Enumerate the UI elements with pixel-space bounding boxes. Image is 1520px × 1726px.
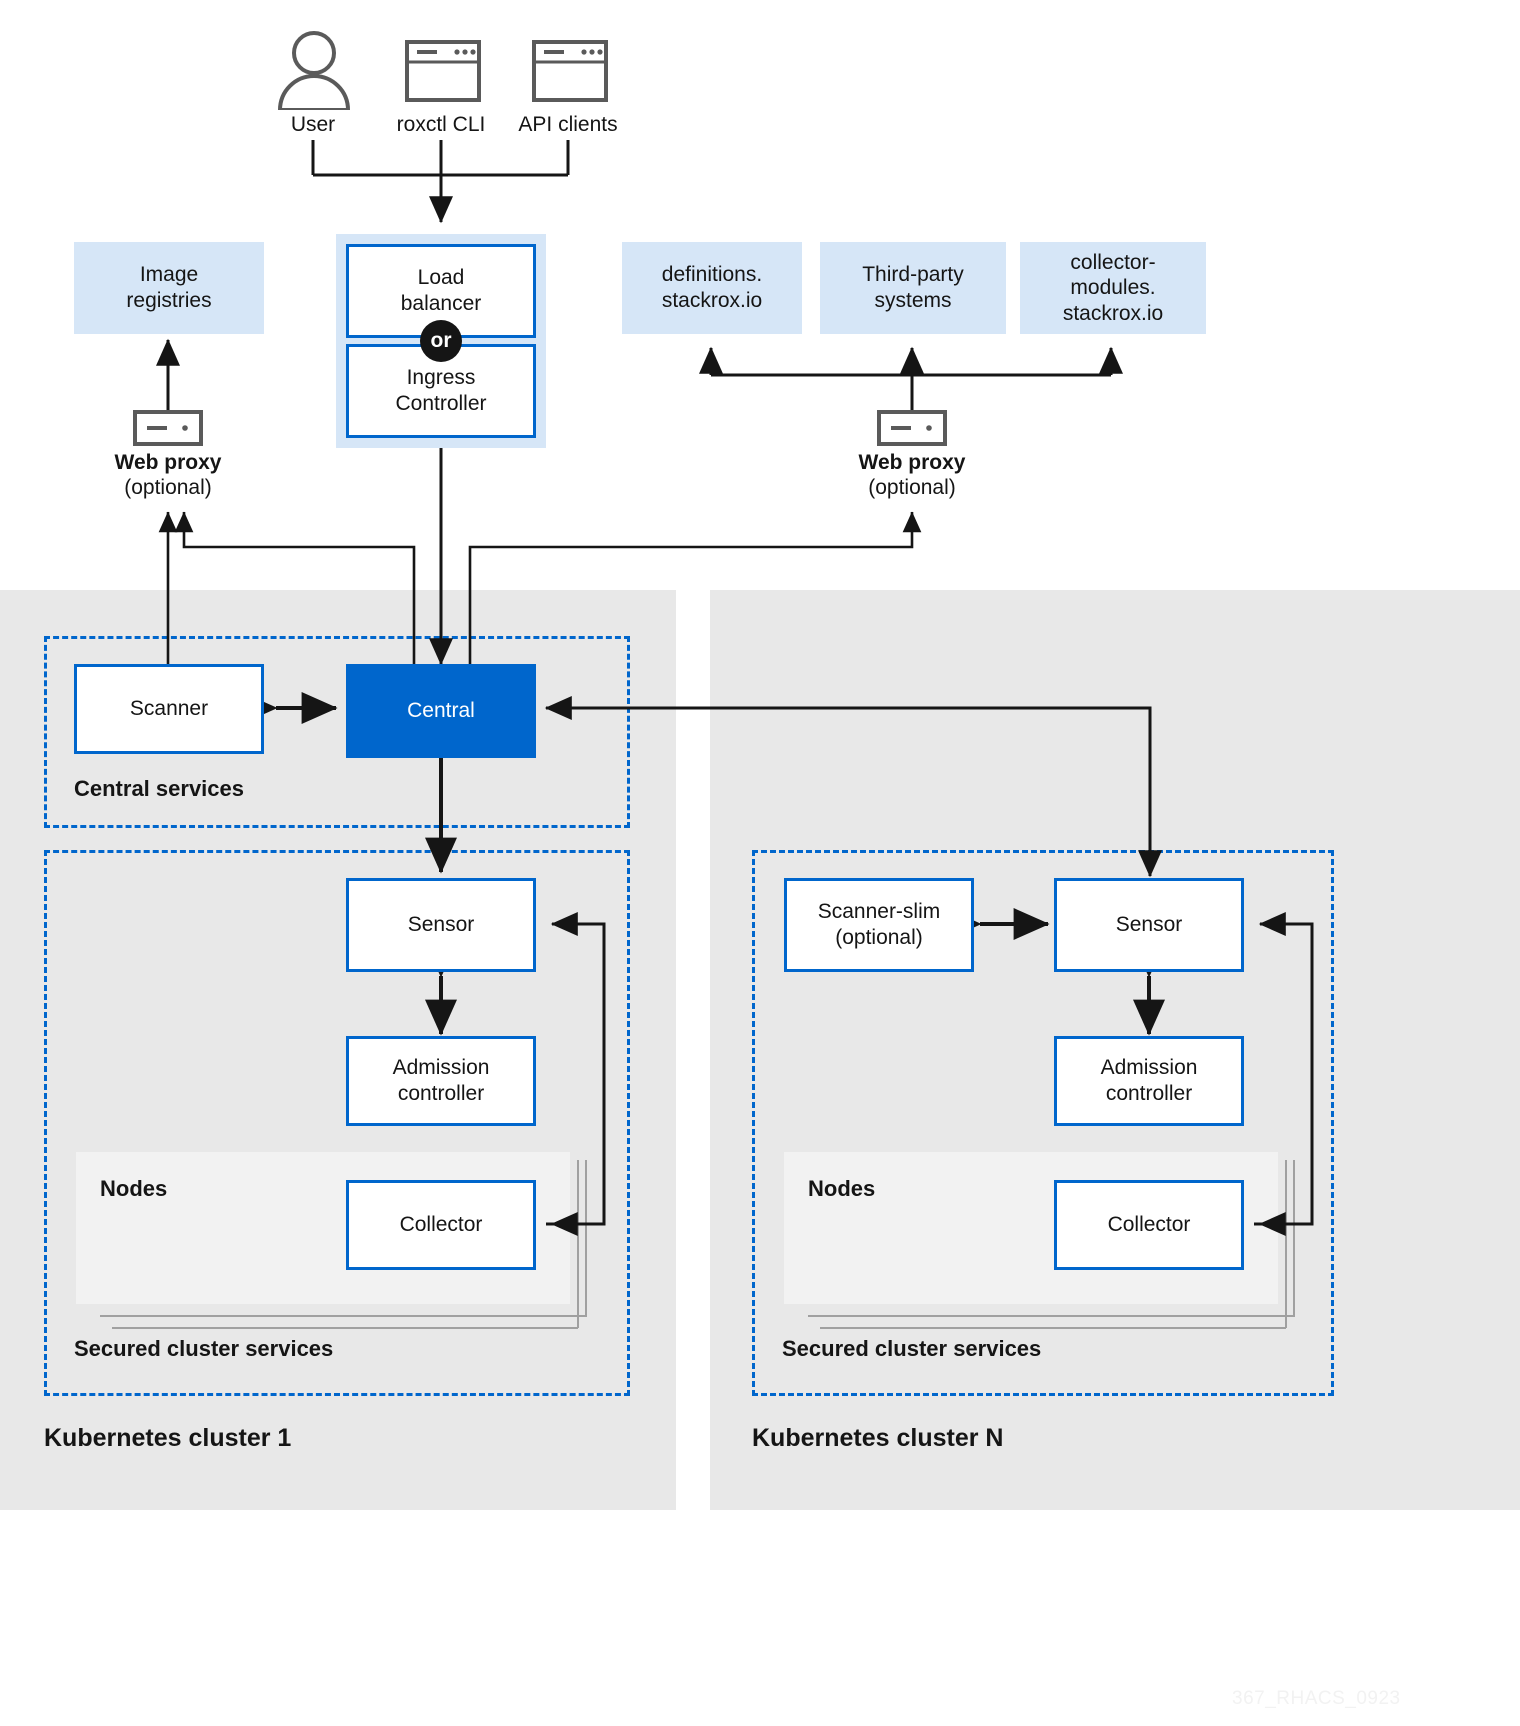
definitions-label-line2: stackrox.io bbox=[661, 289, 763, 312]
definitions-label-line1: definitions. bbox=[661, 263, 763, 287]
central-services-group-label: Central services bbox=[74, 776, 244, 801]
scanner-slim-label-line1: Scanner-slim bbox=[817, 900, 941, 924]
admission-controller-label-1-line1: Admission bbox=[392, 1056, 490, 1080]
ingress-controller-label-line1: Ingress bbox=[406, 366, 476, 390]
admission-controller-box-cluster-1[interactable]: Admission controller bbox=[346, 1036, 536, 1126]
secured-cluster-services-label-1: Secured cluster services bbox=[74, 1336, 334, 1361]
image-registries-label-line1: Image bbox=[139, 263, 199, 287]
collector-box-cluster-1[interactable]: Collector bbox=[346, 1180, 536, 1270]
collector-label-cluster-1: Collector bbox=[399, 1213, 483, 1237]
web-proxy-left-line2: (optional) bbox=[124, 476, 212, 500]
ingress-controller-label-line2: Controller bbox=[395, 392, 487, 415]
load-balancer-label-line2: balancer bbox=[400, 292, 482, 315]
web-proxy-left-line1: Web proxy bbox=[114, 451, 222, 474]
web-proxy-right-label: Web proxy (optional) bbox=[812, 450, 1012, 500]
web-proxy-icon-left bbox=[133, 410, 203, 446]
scanner-slim-box-cluster-n[interactable]: Scanner-slim (optional) bbox=[784, 878, 974, 972]
nodes-label-cluster-1: Nodes bbox=[100, 1176, 168, 1201]
admission-controller-label-1-line2: controller bbox=[397, 1082, 485, 1105]
collector-modules-label-line2: modules. bbox=[1070, 276, 1156, 300]
nodes-label-cluster-n: Nodes bbox=[808, 1176, 876, 1201]
third-party-systems-box[interactable]: Third-party systems bbox=[820, 242, 1006, 334]
sensor-box-cluster-1[interactable]: Sensor bbox=[346, 878, 536, 972]
sensor-label-cluster-1: Sensor bbox=[407, 913, 475, 937]
kubernetes-cluster-n-label: Kubernetes cluster N bbox=[752, 1424, 1004, 1452]
image-registries-box[interactable]: Image registries bbox=[74, 242, 264, 334]
admission-controller-box-cluster-n[interactable]: Admission controller bbox=[1054, 1036, 1244, 1126]
collector-label-cluster-n: Collector bbox=[1107, 1213, 1191, 1237]
secured-cluster-services-1-dashed-group bbox=[44, 850, 630, 1396]
scanner-label: Scanner bbox=[129, 697, 209, 721]
load-balancer-label-line1: Load bbox=[417, 266, 465, 290]
user-label: User bbox=[290, 113, 336, 136]
kubernetes-cluster-1-label: Kubernetes cluster 1 bbox=[44, 1424, 292, 1452]
or-badge: or bbox=[420, 320, 462, 362]
third-party-label-line1: Third-party bbox=[862, 263, 964, 287]
web-proxy-right-line1: Web proxy bbox=[858, 451, 966, 474]
collector-modules-label-line3: stackrox.io bbox=[1062, 301, 1164, 325]
scanner-box[interactable]: Scanner bbox=[74, 664, 264, 754]
secured-cluster-services-label-n: Secured cluster services bbox=[782, 1336, 1042, 1361]
image-registries-label-line2: registries bbox=[126, 289, 212, 312]
sensor-label-cluster-n: Sensor bbox=[1115, 913, 1183, 937]
web-proxy-icon-right bbox=[877, 410, 947, 446]
collector-modules-stackrox-io-box[interactable]: collector- modules. stackrox.io bbox=[1020, 242, 1206, 334]
third-party-label-line2: systems bbox=[874, 289, 952, 312]
admission-controller-label-n-line1: Admission bbox=[1100, 1056, 1198, 1080]
collector-modules-label-line1: collector- bbox=[1070, 250, 1156, 274]
collector-box-cluster-n[interactable]: Collector bbox=[1054, 1180, 1244, 1270]
terminal-window-icon-api-clients bbox=[532, 40, 608, 102]
sensor-box-cluster-n[interactable]: Sensor bbox=[1054, 878, 1244, 972]
definitions-stackrox-io-box[interactable]: definitions. stackrox.io bbox=[622, 242, 802, 334]
watermark-label: 367_RHACS_0923 bbox=[1232, 1688, 1401, 1709]
api-clients-label: API clients bbox=[518, 113, 618, 136]
central-label: Central bbox=[407, 699, 475, 723]
admission-controller-label-n-line2: controller bbox=[1105, 1082, 1193, 1105]
person-icon bbox=[272, 26, 356, 112]
roxctl-cli-label: roxctl CLI bbox=[396, 113, 486, 136]
web-proxy-right-line2: (optional) bbox=[868, 476, 956, 500]
web-proxy-left-label: Web proxy (optional) bbox=[68, 450, 268, 500]
terminal-window-icon-roxctl bbox=[405, 40, 481, 102]
scanner-slim-label-line2: (optional) bbox=[835, 926, 923, 949]
central-box[interactable]: Central bbox=[346, 664, 536, 758]
